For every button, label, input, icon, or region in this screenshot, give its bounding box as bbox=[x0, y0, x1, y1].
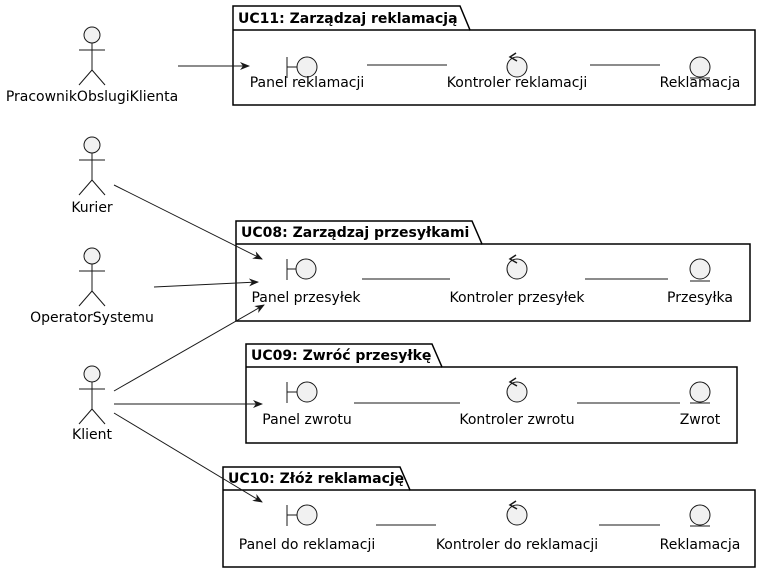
actor-icon bbox=[78, 247, 106, 307]
package-uc10-title: UC10: Złóż reklamację bbox=[228, 471, 404, 487]
control-icon bbox=[506, 500, 528, 526]
boundary-label: Panel zwrotu bbox=[262, 412, 351, 428]
arrow-klient-to-uc08 bbox=[113, 304, 265, 392]
entity-icon bbox=[689, 56, 711, 79]
boundary-label: Panel przesyłek bbox=[251, 290, 361, 306]
control-icon bbox=[506, 377, 528, 403]
control-label: Kontroler zwrotu bbox=[459, 412, 574, 428]
entity-label: Zwrot bbox=[680, 412, 721, 428]
package-uc09-title: UC09: Zwróć przesyłkę bbox=[251, 348, 431, 364]
actor-kurier: Kurier bbox=[71, 136, 113, 216]
package-uc10: UC10: Złóż reklamację Panel do reklamacj… bbox=[222, 466, 756, 568]
entity-icon bbox=[689, 381, 711, 404]
actor-icon bbox=[78, 365, 106, 425]
boundary-icon bbox=[286, 258, 317, 280]
entity-icon bbox=[689, 504, 711, 527]
boundary-label: Panel do reklamacji bbox=[239, 537, 375, 553]
actor-icon bbox=[78, 26, 106, 86]
control-label: Kontroler do reklamacji bbox=[436, 537, 598, 553]
entity-label: Reklamacja bbox=[660, 537, 741, 553]
package-uc08-title: UC08: Zarządzaj przesyłkami bbox=[241, 225, 469, 241]
package-uc09: UC09: Zwróć przesyłkę Panel zwrotu Kontr… bbox=[245, 343, 738, 444]
arrow-kurier-to-uc08 bbox=[113, 184, 263, 260]
actor-operator: OperatorSystemu bbox=[30, 247, 154, 326]
actor-label: PracownikObslugiKlienta bbox=[6, 89, 178, 105]
boundary-icon bbox=[286, 504, 318, 526]
actor-label: Klient bbox=[72, 427, 112, 443]
entity-label: Przesyłka bbox=[667, 290, 733, 306]
arrow-klient-to-uc10 bbox=[113, 412, 263, 503]
control-label: Kontroler reklamacji bbox=[447, 75, 587, 91]
package-uc11: UC11: Zarządzaj reklamacją Panel reklama… bbox=[232, 5, 756, 106]
package-uc08: UC08: Zarządzaj przesyłkami Panel przesy… bbox=[235, 220, 751, 322]
entity-icon bbox=[689, 258, 711, 282]
actor-icon bbox=[78, 136, 106, 196]
entity-label: Reklamacja bbox=[660, 75, 741, 91]
boundary-label: Panel reklamacji bbox=[250, 75, 365, 91]
control-label: Kontroler przesyłek bbox=[449, 290, 585, 306]
control-icon bbox=[506, 254, 528, 280]
actor-pracownik: PracownikObslugiKlienta bbox=[6, 26, 178, 105]
actor-label: OperatorSystemu bbox=[30, 310, 154, 326]
boundary-icon bbox=[286, 381, 318, 403]
control-icon bbox=[506, 52, 528, 78]
actor-label: Kurier bbox=[71, 200, 113, 216]
arrow-operator-to-uc08 bbox=[153, 278, 259, 288]
package-uc11-title: UC11: Zarządzaj reklamacją bbox=[238, 11, 458, 27]
boundary-icon bbox=[286, 56, 318, 78]
actor-klient: Klient bbox=[72, 365, 112, 443]
